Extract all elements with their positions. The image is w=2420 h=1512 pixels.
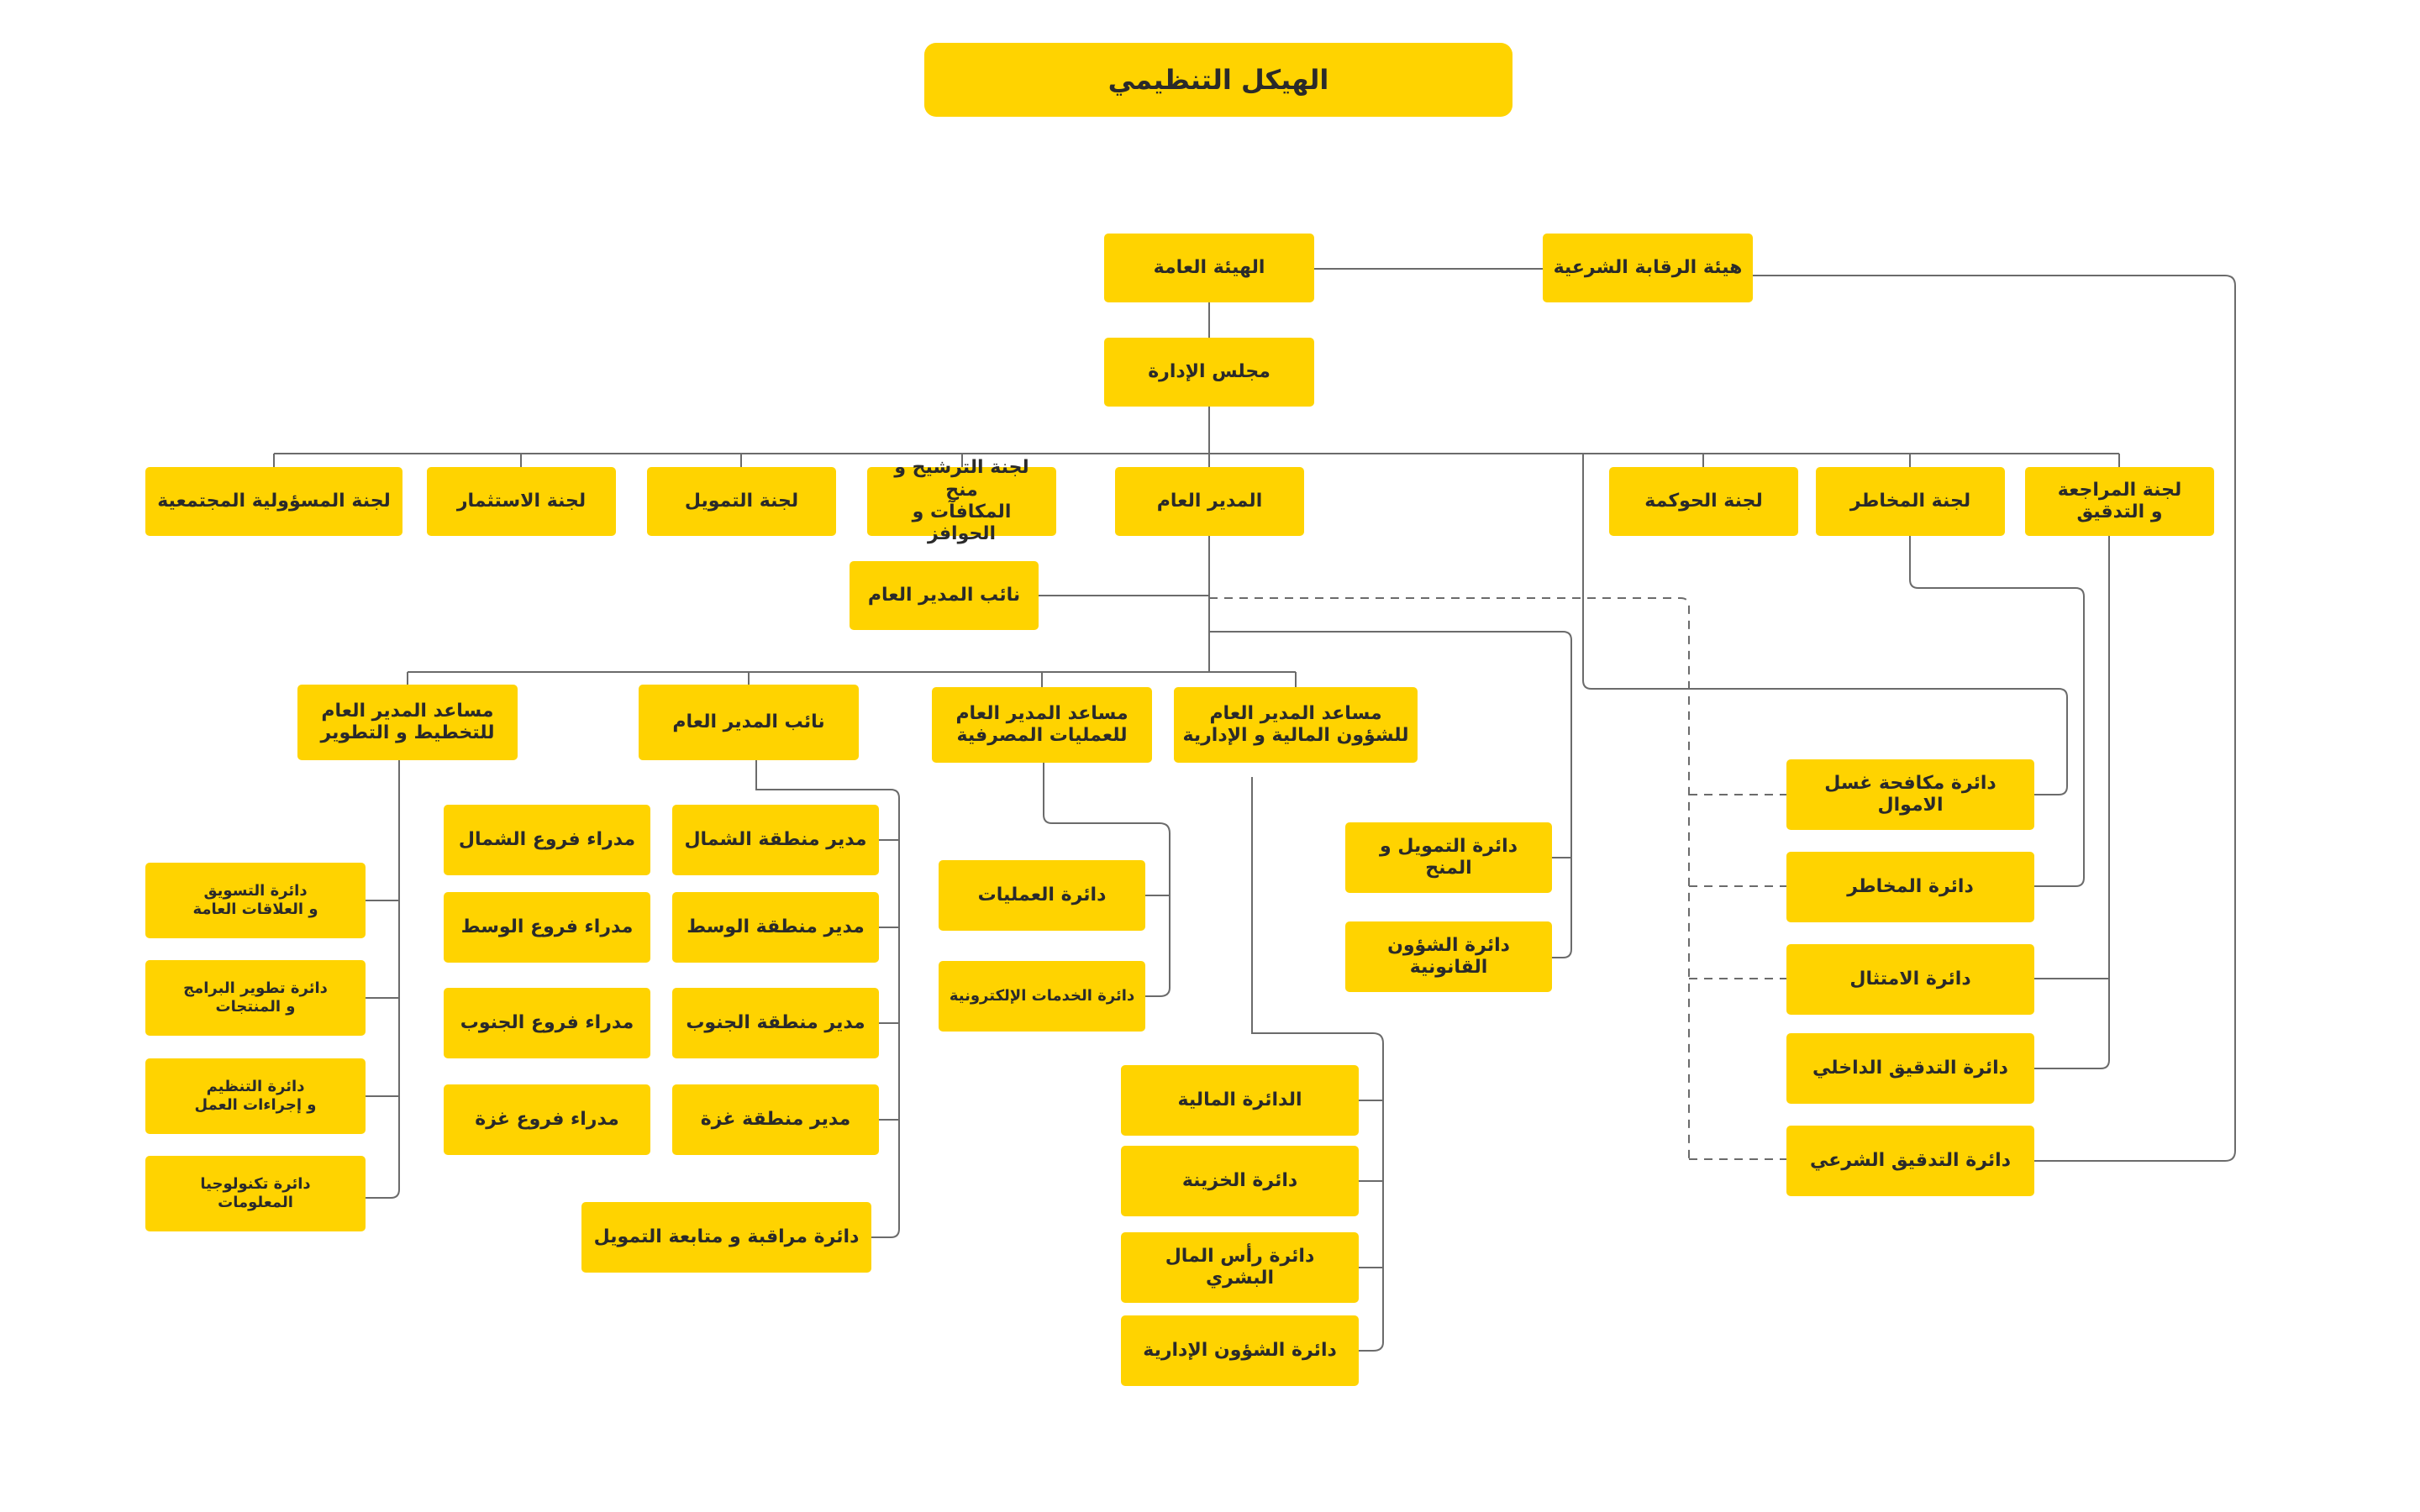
node-agm-planning: مساعد المدير العام للتخطيط و التطوير [297,685,518,760]
node-electronic-services-dept: دائرة الخدمات الإلكترونية [939,961,1145,1032]
connector-banking-tree [1043,763,1171,997]
connector-gm-legal [1209,631,1572,958]
node-marketing-dept: دائرة التسويق و العلاقات العامة [145,863,366,938]
node-deputy-gm: نائب المدير العام [639,685,859,760]
node-risk-committee: لجنة المخاطر [1816,467,2005,536]
node-risk-dept: دائرة المخاطر [1786,852,2034,922]
node-aml-dept: دائرة مكافحة غسل الاموال [1786,759,2034,830]
node-financing-grants-dept: دائرة التمويل و المنح [1345,822,1552,893]
node-agm-finance-admin: مساعد المدير العام للشؤون المالية و الإد… [1174,687,1418,763]
connector-risk [1909,536,2085,887]
node-central-region-mgr: مدير منطقة الوسط [672,892,879,963]
node-organization-dept: دائرة التنظيم و إجراءات العمل [145,1058,366,1134]
connector-aml [1582,454,2068,795]
node-gaza-branches: مدراء فروع غزة [444,1084,650,1155]
connector-dashed-links [1689,794,1786,1160]
node-financing-monitoring-dept: دائرة مراقبة و متابعة التمويل [581,1202,871,1273]
connector-planning-tree [366,760,400,1199]
node-it-dept: دائرة تكنولوجيا المعلومات [145,1156,366,1231]
node-deputy-gm-top: نائب المدير العام [850,561,1039,630]
connector-finance-tree [1251,777,1384,1352]
node-financing-committee: لجنة التمويل [647,467,836,536]
node-audit-committee: لجنة المراجعة و التدقيق [2025,467,2214,536]
connector-deputy-tree [755,760,900,1238]
node-nomination-committee: لجنة الترشيح و منح المكافآت و الحوافز [867,457,1056,544]
node-governance-committee: لجنة الحوكمة [1609,467,1798,536]
node-treasury-dept: دائرة الخزينة [1121,1146,1359,1216]
node-operations-dept: دائرة العمليات [939,860,1145,931]
chart-title: الهيكل التنظيمي [924,43,1512,117]
node-general-assembly: الهيئة العامة [1104,234,1314,302]
node-agm-banking-ops: مساعد المدير العام للعمليات المصرفية [932,687,1152,763]
node-internal-audit-dept: دائرة التدقيق الداخلي [1786,1033,2034,1104]
node-programs-dept: دائرة تطوير البرامج و المنتجات [145,960,366,1036]
node-legal-affairs-dept: دائرة الشؤون القانونية [1345,921,1552,992]
node-south-branches: مدراء فروع الجنوب [444,988,650,1058]
node-north-branches: مدراء فروع الشمال [444,805,650,875]
node-human-capital-dept: دائرة رأس المال البشري [1121,1232,1359,1303]
node-board-of-directors: مجلس الإدارة [1104,338,1314,407]
node-north-region-mgr: مدير منطقة الشمال [672,805,879,875]
node-central-branches: مدراء فروع الوسط [444,892,650,963]
node-csr-committee: لجنة المسؤولية المجتمعية [145,467,402,536]
node-compliance-dept: دائرة الامتثال [1786,944,2034,1015]
node-finance-dept: الدائرة المالية [1121,1065,1359,1136]
connector-dashed [1209,597,1690,1159]
node-admin-affairs-dept: دائرة الشؤون الإدارية [1121,1315,1359,1386]
node-investment-committee: لجنة الاستثمار [427,467,616,536]
node-gaza-region-mgr: مدير منطقة غزة [672,1084,879,1155]
node-sharia-audit-dept: دائرة التدقيق الشرعي [1786,1126,2034,1196]
connector-internal-audit [2034,536,2110,1069]
node-sharia-board: هيئة الرقابة الشرعية [1543,234,1753,302]
node-south-region-mgr: مدير منطقة الجنوب [672,988,879,1058]
node-general-manager: المدير العام [1115,467,1304,536]
connector-sharia-audit [1753,275,2236,1162]
